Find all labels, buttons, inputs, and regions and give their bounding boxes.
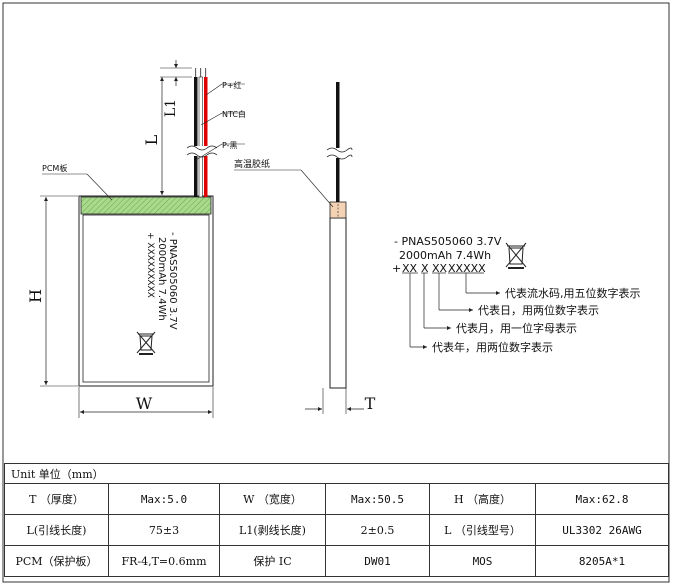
- spec-cell: UL3302 26AWG: [535, 514, 669, 546]
- legend-code-month: X: [421, 262, 429, 275]
- callout-p-red: P+红: [222, 80, 242, 90]
- code-legend: [402, 242, 527, 350]
- legend-desc-year: 代表年，用两位数字表示: [432, 340, 553, 354]
- cell-inner-outline: [82, 214, 210, 383]
- crossed-bin-icon: [136, 331, 156, 355]
- legend-model-line: - PNAS505060 3.7V: [394, 235, 502, 248]
- dimension-l: L: [142, 134, 161, 145]
- spec-cell: Max:50.5: [325, 483, 430, 515]
- callout-ntc-white: NTC白: [222, 109, 246, 119]
- spec-unit-row: Unit 单位（mm）: [4, 463, 669, 484]
- spec-cell: Max:5.0: [108, 483, 220, 515]
- callout-pcm-board: PCM板: [42, 163, 67, 173]
- spec-row: PCM（保护板） FR-4,T=0.6mm 保护 IC DW01 MOS 820…: [4, 545, 669, 577]
- spec-cell: T （厚度）: [4, 483, 109, 515]
- side-view: [234, 82, 364, 414]
- spec-cell: MOS: [429, 545, 536, 577]
- dimension-h: H: [26, 289, 45, 303]
- spec-cell: FR-4,T=0.6mm: [108, 545, 220, 577]
- battery-code-line: + XXXXXXXXX: [145, 232, 155, 298]
- spec-cell: L1(剥线长度): [219, 514, 326, 546]
- dimension-l1: L1: [163, 99, 179, 117]
- lead-wires: [186, 68, 218, 198]
- legend-code-serial: XXXXX: [448, 262, 486, 275]
- spec-cell: 8205A*1: [535, 545, 669, 577]
- pcm-board: [80, 196, 212, 215]
- legend-desc-month: 代表月，用一位字母表示: [456, 321, 577, 335]
- spec-cell: L(引线长度): [4, 514, 109, 546]
- wire-red: [204, 77, 208, 197]
- legend-capacity-line: 2000mAh 7.4Wh: [399, 249, 491, 262]
- side-wire-break-symbol: [326, 147, 353, 153]
- spec-row: L(引线长度) 75±3 L1(剥线长度) 2±0.5 L （引线型号） UL3…: [4, 514, 669, 546]
- side-wire: [336, 82, 340, 202]
- legend-desc-day: 代表日，用两位数字表示: [478, 303, 599, 317]
- battery-model-line: - PNAS505060 3.7V: [167, 232, 178, 330]
- dimension-t: T: [365, 394, 376, 413]
- spec-cell: 2±0.5: [325, 514, 430, 546]
- wire-black: [194, 77, 198, 197]
- legend-desc-serial: 代表流水码,用五位数字表示: [505, 286, 641, 300]
- wire-white: [198, 76, 203, 198]
- dimension-w: W: [136, 394, 153, 413]
- spec-cell: 保护 IC: [219, 545, 326, 577]
- spec-cell: Max:62.8: [535, 483, 669, 515]
- callout-high-temp-tape: 高温胶纸: [234, 158, 270, 170]
- spec-cell: W （宽度）: [219, 483, 326, 515]
- legend-code-day: XX: [432, 262, 448, 275]
- spec-row: T （厚度） Max:5.0 W （宽度） Max:50.5 H （高度） Ma…: [4, 483, 669, 515]
- spec-cell: DW01: [325, 545, 430, 577]
- spec-cell: H （高度）: [429, 483, 536, 515]
- wire-break-symbol: [186, 145, 218, 151]
- callout-p-black: P-黑: [222, 141, 238, 150]
- legend-code-prefix: +: [392, 262, 401, 275]
- battery-capacity-line: 2000mAh 7.4Wh: [156, 237, 167, 321]
- cell-side-body: [329, 217, 347, 389]
- battery-label: - PNAS505060 3.7V 2000mAh 7.4Wh + XXXXXX…: [145, 232, 178, 330]
- legend-code-year: XX: [402, 262, 418, 275]
- crossed-bin-icon-legend: [505, 242, 527, 269]
- spec-unit-label: Unit 单位（mm）: [4, 463, 669, 484]
- spec-table: Unit 单位（mm） T （厚度） Max:5.0 W （宽度） Max:50…: [4, 463, 669, 577]
- front-view: [40, 60, 245, 418]
- spec-cell: 75±3: [108, 514, 220, 546]
- spec-cell: PCM（保护板）: [4, 545, 109, 577]
- spec-cell: L （引线型号）: [429, 514, 536, 546]
